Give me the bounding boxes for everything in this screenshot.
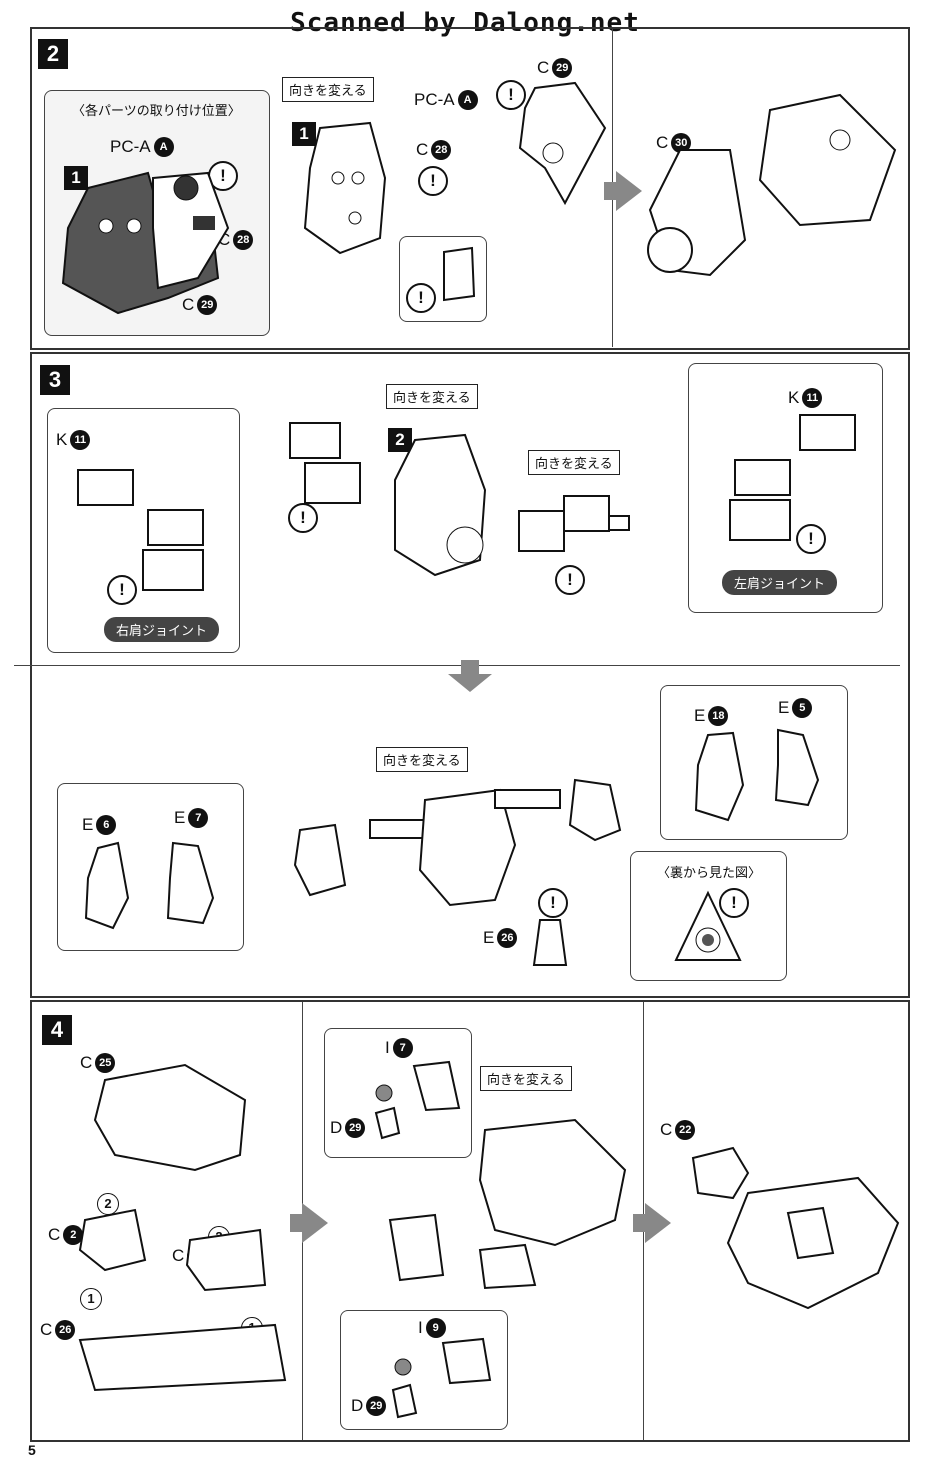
next-step-arrow [633,1203,671,1243]
chest-frame-drawing [78,1063,287,1392]
subassembly-2-badge: 2 [388,428,412,452]
step-2-number: 2 [38,39,68,69]
assembled-torso-drawing [647,93,897,277]
change-orientation-label: 向きを変える [386,384,478,409]
e18-e5-callout [660,685,848,840]
shoulder-frame-drawing [694,728,820,822]
torso-part-drawing [61,171,230,315]
joint-part-drawing [77,469,204,591]
e6-e7-callout [57,783,244,951]
warning-mark: ! [107,575,137,605]
warning-mark: ! [555,565,585,595]
torso-assembly-drawing [293,778,622,907]
torso-assembly-drawing [394,433,487,577]
hinge-part-drawing [374,1060,461,1140]
joint-part-drawing [289,422,361,504]
warning-mark: ! [288,503,318,533]
torso-part-drawing [303,121,387,255]
change-orientation-label: 向きを変える [528,450,620,475]
change-orientation-label: 向きを変える [376,747,468,772]
back-view-title: 〈裏から見た図〉 [657,866,762,881]
hinge-part-drawing [391,1337,492,1419]
order-1-mark: 1 [80,1288,102,1310]
cap-part-drawing [443,246,476,302]
warning-mark: ! [796,524,826,554]
step-3-number: 3 [40,365,70,395]
subassembly-1-badge: 1 [64,166,88,190]
step-4-frame [30,1000,910,1442]
warning-mark: ! [406,283,436,313]
next-step-arrow [448,660,492,692]
chest-assembly-drawing [691,1146,900,1310]
warning-mark: ! [496,80,526,110]
step-3-divider [14,665,900,666]
joint-part-drawing [729,414,856,541]
warning-mark: ! [719,888,749,918]
warning-mark: ! [538,888,568,918]
change-orientation-label: 向きを変える [282,77,374,102]
right-shoulder-joint-label: 右肩ジョイント [104,617,220,642]
shoulder-armor-drawing [518,81,607,206]
chest-assembly-drawing [388,1118,627,1290]
warning-mark: ! [418,166,448,196]
left-shoulder-joint-label: 左肩ジョイント [722,570,838,595]
page-number: 5 [28,1442,36,1458]
step-4-number: 4 [42,1015,72,1045]
step-2-frame [30,27,910,350]
triangular-part-back-drawing [674,890,742,961]
shoulder-frame-drawing [84,841,215,930]
triangular-part-drawing [532,919,568,966]
subassembly-1-badge: 1 [292,122,316,146]
next-step-arrow [290,1203,328,1243]
next-step-arrow [604,171,642,211]
attach-positions-title: 〈各パーツの取り付け位置〉 [72,104,241,119]
order-2-mark: 2 [97,1193,119,1215]
scan-watermark: Scanned by Dalong.net [290,8,640,38]
change-orientation-label: 向きを変える [480,1066,572,1091]
step-3-frame [30,352,910,998]
joint-part-drawing [518,495,630,552]
